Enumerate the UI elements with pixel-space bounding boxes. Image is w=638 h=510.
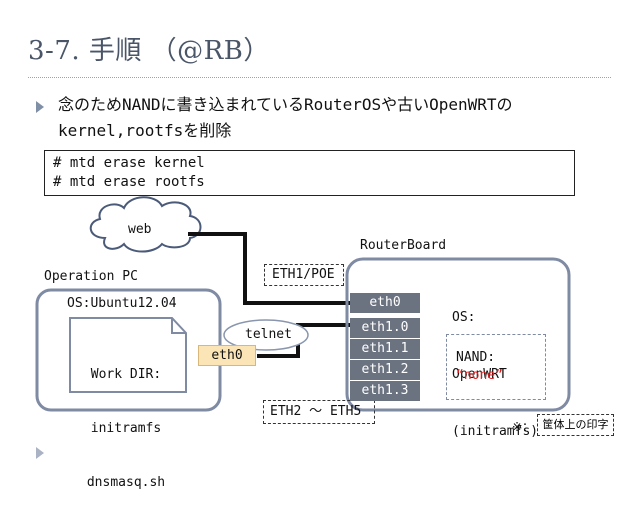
telnet-label: telnet	[245, 327, 292, 342]
operation-pc-label: Operation PC	[44, 269, 138, 284]
bullet-arrow-icon	[36, 101, 44, 113]
title-divider	[28, 77, 611, 78]
os-openwrt-line: (initramfs)	[452, 424, 539, 439]
network-diagram	[35, 196, 571, 412]
router-port-eth1-1: eth1.1	[350, 339, 420, 359]
eth1-poe-label: ETH1/POE	[264, 264, 344, 286]
bullet-text: 念のためNANDに書き込まれているRouterOSや古いOpenWRTのkern…	[58, 95, 513, 140]
slide-nav-arrow-icon[interactable]	[36, 447, 44, 459]
command-line: # mtd erase kernel	[53, 155, 205, 171]
router-port-eth1-0: eth1.0	[350, 318, 420, 338]
router-port-eth0: eth0	[350, 293, 420, 313]
workdir-line: Work DIR:	[90, 367, 162, 382]
command-box: # mtd erase kernel # mtd erase rootfs	[44, 150, 575, 196]
nand-box	[446, 334, 546, 400]
router-port-eth1-3: eth1.3	[350, 381, 420, 401]
note-mark: ※：	[512, 420, 535, 434]
web-cloud-icon	[89, 196, 202, 253]
page-title: 3-7. 手順 （@RB）	[28, 36, 270, 66]
web-label: web	[128, 222, 152, 237]
os-openwrt-line: OS:	[452, 310, 476, 325]
routerboard-box	[345, 257, 571, 412]
note-label: 筐体上の印字	[537, 414, 614, 436]
nand-value: “none”	[456, 368, 503, 383]
nand-label: NAND:	[456, 350, 496, 365]
workdir-line: initramfs	[90, 421, 162, 436]
router-port-eth1-2: eth1.2	[350, 360, 420, 380]
workdir-text: Work DIR: initramfs dnsmasq.sh	[80, 330, 172, 510]
os-openwrt-text: OS: OpenWRT (initramfs)	[452, 270, 538, 460]
pc-eth0-port: eth0	[198, 345, 256, 366]
eth2-eth5-label: ETH2 ～ ETH5	[263, 400, 375, 424]
workdir-note-shape	[69, 317, 187, 393]
os-ubuntu-label: OS:Ubuntu12.04	[67, 296, 177, 311]
os-openwrt-line: OpenWRT	[452, 367, 507, 382]
command-line: # mtd erase rootfs	[53, 174, 205, 190]
telnet-bubble	[223, 319, 309, 351]
routerboard-label: RouterBoard	[360, 238, 447, 253]
web-link-line	[188, 232, 350, 305]
workdir-line: dnsmasq.sh	[86, 475, 166, 490]
